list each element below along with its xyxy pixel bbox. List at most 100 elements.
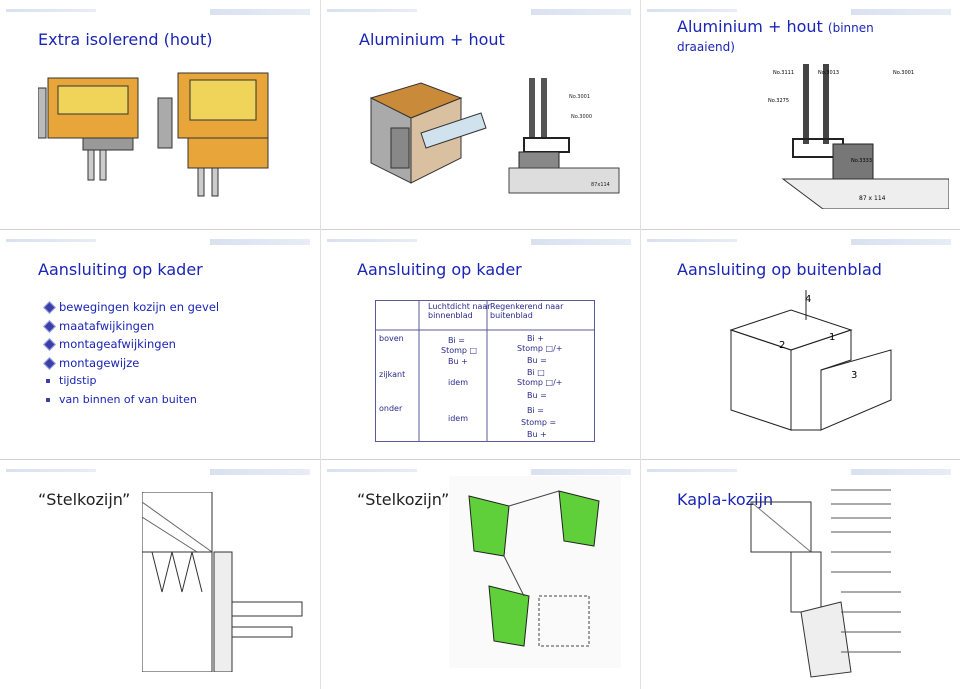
bullet-item: bewegingen kozijn en gevel bbox=[43, 298, 220, 317]
part-label: No.3111 bbox=[773, 70, 794, 76]
svg-text:No.3001: No.3001 bbox=[569, 94, 590, 100]
header-bar bbox=[6, 469, 96, 472]
callout-number: 4 bbox=[805, 294, 811, 305]
stelkozijn-section-sketch bbox=[142, 492, 303, 672]
table-header: buitenblad bbox=[490, 311, 533, 320]
bullet-text: bewegingen kozijn en gevel bbox=[59, 300, 220, 314]
square-bullet-icon bbox=[46, 397, 50, 402]
table-cell: Stomp □ bbox=[441, 346, 478, 355]
slide-aansluiting-buitenblad[interactable]: Aansluiting op buitenblad 4 1 2 3 bbox=[641, 230, 960, 458]
header-bar bbox=[210, 469, 310, 475]
kapla-kozijn-sketch bbox=[750, 489, 901, 678]
header-bar bbox=[6, 239, 96, 242]
table-cell: Bu + bbox=[448, 357, 468, 366]
row-label: boven bbox=[379, 334, 404, 343]
aluminium-window-3d-drawing bbox=[369, 82, 487, 184]
aluminium-inward-section-drawing: No.3111 No.3013 No.3001 No.3275 No.3333 … bbox=[768, 64, 949, 209]
slide-title: “Stelkozijn” bbox=[38, 490, 131, 509]
slide-kapla-kozijn[interactable]: Kapla-kozijn bbox=[641, 460, 960, 688]
svg-text:No.3000: No.3000 bbox=[571, 114, 592, 120]
column-separator bbox=[640, 0, 641, 689]
header-bar bbox=[647, 239, 737, 242]
bullet-item: montageafwijkingen bbox=[43, 335, 219, 354]
diamond-bullet-icon bbox=[43, 301, 56, 314]
slide-aluminium-hout[interactable]: Aluminium + hout No.3001 No.3000 87x114 bbox=[321, 0, 640, 228]
header-bar bbox=[647, 9, 737, 12]
wood-frame-section-drawing bbox=[38, 72, 269, 197]
slide-title: Aansluiting op kader bbox=[357, 260, 522, 279]
table-header: Luchtdicht naar bbox=[428, 302, 491, 311]
slide-aansluiting-kader-bullets[interactable]: Aansluiting op kader bbox=[0, 230, 319, 458]
table-cell: Stomp □/+ bbox=[517, 344, 563, 353]
header-bar bbox=[851, 239, 951, 245]
header-bar bbox=[851, 9, 951, 15]
sub-bullet-item: van binnen of van buiten bbox=[45, 391, 219, 410]
column-separator bbox=[320, 0, 321, 689]
svg-text:87x114: 87x114 bbox=[591, 182, 610, 188]
slide-title-small: (binnen bbox=[827, 21, 874, 35]
header-bar bbox=[531, 469, 631, 475]
slide-aluminium-hout-binnen[interactable]: Aluminium + hout (binnen draaiend) No.31… bbox=[641, 0, 960, 228]
table-cell: Stomp = bbox=[521, 418, 557, 427]
bullet-text: tijdstip bbox=[59, 374, 97, 387]
table-cell: Bi + bbox=[527, 334, 544, 343]
slide-title: Extra isolerend (hout) bbox=[38, 30, 213, 49]
table-cell: Stomp □/+ bbox=[517, 378, 563, 387]
stelkozijn-green-sketch bbox=[449, 476, 621, 668]
slide-extra-isolerend[interactable]: Extra isolerend (hout) bbox=[0, 0, 319, 228]
slide-aansluiting-kader-table[interactable]: Aansluiting op kader Luchtdicht naar bin… bbox=[321, 230, 640, 458]
header-bar bbox=[647, 469, 737, 472]
table-cell: Bi = bbox=[448, 336, 465, 345]
bullet-item: montagewijze bbox=[43, 354, 219, 373]
table-cell: idem bbox=[448, 378, 469, 387]
table-cell: idem bbox=[448, 414, 469, 423]
bullet-text: van binnen of van buiten bbox=[59, 392, 197, 406]
slide-title-main: Aluminium + hout bbox=[677, 17, 823, 36]
row-separator bbox=[0, 229, 960, 230]
slide-title: Aluminium + hout bbox=[359, 30, 505, 49]
slide-stelkozijn-1[interactable]: “Stelkozijn” bbox=[0, 460, 319, 688]
part-label: No.3333 bbox=[851, 158, 872, 164]
row-label: zijkant bbox=[379, 370, 406, 379]
table-cell: Bu = bbox=[527, 356, 547, 365]
part-label: 87 x 114 bbox=[859, 195, 886, 202]
square-bullet-icon bbox=[46, 379, 50, 383]
row-separator bbox=[0, 459, 960, 460]
bullet-item: maatafwijkingen bbox=[43, 317, 219, 336]
slide-title: “Stelkozijn” bbox=[357, 490, 450, 509]
table-cell: Bi = bbox=[527, 406, 544, 415]
buitenblad-3d-drawing: 4 1 2 3 bbox=[729, 290, 892, 431]
table-header: binnenblad bbox=[428, 311, 473, 320]
callout-number: 1 bbox=[829, 332, 835, 343]
header-bar bbox=[531, 9, 631, 15]
part-label: No.3013 bbox=[818, 70, 839, 76]
table-grid bbox=[375, 300, 595, 442]
table-cell: Bi □ bbox=[527, 368, 545, 377]
header-bar bbox=[6, 9, 96, 12]
bullet-list: bewegingen kozijn en gevel maatafwijking… bbox=[43, 298, 220, 410]
slide-title: Aansluiting op buitenblad bbox=[677, 260, 882, 279]
slide-title-line2: draaiend) bbox=[677, 40, 735, 54]
table-cell: Bu + bbox=[527, 430, 547, 439]
aansluiting-table: Luchtdicht naar binnenblad Regenkerend n… bbox=[375, 300, 595, 442]
slide-title: Aluminium + hout (binnen draaiend) bbox=[677, 18, 874, 56]
slide-title: Aansluiting op kader bbox=[38, 260, 203, 279]
sub-bullet-item: tijdstip bbox=[45, 372, 219, 391]
diamond-bullet-icon bbox=[43, 338, 56, 351]
header-bar bbox=[327, 469, 417, 472]
slide-stelkozijn-2[interactable]: “Stelkozijn” bbox=[321, 460, 640, 688]
slide-title: Kapla-kozijn bbox=[677, 490, 774, 509]
table-cell: Bu = bbox=[527, 391, 547, 400]
header-bar bbox=[851, 469, 951, 475]
row-label: onder bbox=[379, 404, 403, 413]
table-header: Regenkerend naar bbox=[490, 302, 564, 311]
aluminium-section-drawing: No.3001 No.3000 87x114 bbox=[508, 78, 620, 194]
header-bar bbox=[210, 9, 310, 15]
part-label: No.3001 bbox=[893, 70, 914, 76]
bullet-text: maatafwijkingen bbox=[59, 318, 155, 333]
diamond-bullet-icon bbox=[43, 356, 56, 370]
part-label: No.3275 bbox=[768, 98, 789, 104]
callout-number: 2 bbox=[779, 340, 785, 351]
bullet-text: montageafwijkingen bbox=[59, 337, 176, 351]
diamond-bullet-icon bbox=[43, 319, 56, 333]
